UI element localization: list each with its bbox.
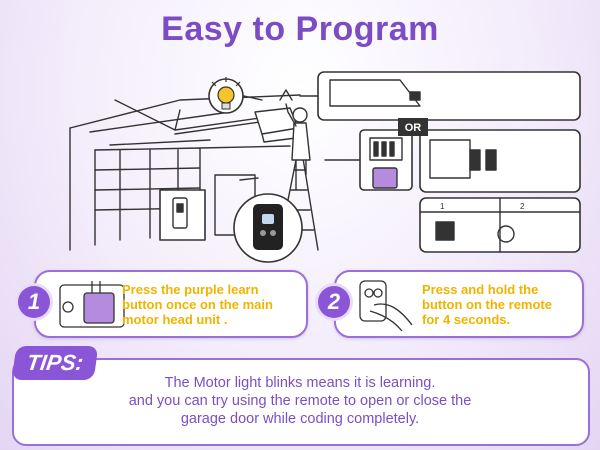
step-2-line-3: for 4 seconds. (422, 312, 511, 327)
learn-button-illustration (59, 281, 125, 328)
step-1-text: Press the purple learn button once on th… (122, 282, 304, 327)
remote-control-icon (253, 204, 283, 250)
motor-head-unit (174, 89, 299, 143)
tips-line-1: The Motor light blinks means it is learn… (164, 375, 436, 391)
tips-box (12, 358, 590, 446)
panel-number-2: 2 (520, 202, 525, 211)
person (285, 103, 311, 191)
learn-button-icon (372, 167, 398, 189)
tips-line-2: and you can try using the remote to open… (128, 393, 472, 409)
step-1-line-2: button once on the main (122, 297, 273, 312)
step-1-badge: 1 (18, 286, 50, 318)
remote-hand-illustration (359, 280, 413, 332)
step-1-line-3: motor head unit . (122, 312, 228, 327)
or-label: OR (405, 122, 422, 134)
step-2-text: Press and hold the button on the remote … (422, 282, 580, 327)
step-1-line-1: Press the purple learn (122, 282, 259, 297)
or-label-box (398, 118, 428, 136)
tips-text: The Motor light blinks means it is learn… (40, 374, 560, 428)
step-2-line-2: button on the remote (422, 297, 552, 312)
step-2-badge: 2 (318, 286, 350, 318)
step-2-line-1: Press and hold the (422, 282, 539, 297)
page-title: Easy to Program (161, 10, 439, 48)
light-bulb-icon (211, 77, 241, 110)
step-1-card: Press the purple learn button once on th… (34, 270, 308, 338)
panel-number-1: 1 (440, 202, 445, 211)
tips-line-3: garage door while coding completely. (180, 411, 420, 427)
step-2-card: Press and hold the button on the remote … (334, 270, 584, 338)
